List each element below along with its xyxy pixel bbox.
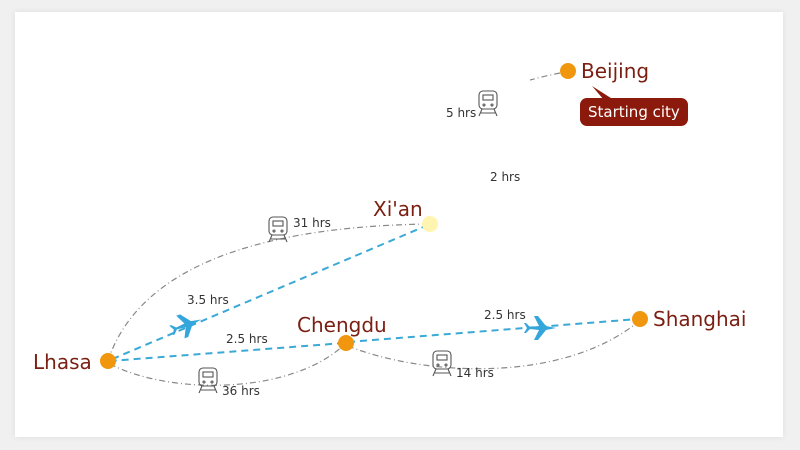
- rail-line-chengdu-shanghai: [347, 321, 639, 370]
- train-icon: [268, 216, 288, 243]
- duration-label: 31 hrs: [293, 216, 331, 230]
- train-icon: [432, 350, 452, 377]
- city-dot-xian: [422, 216, 438, 232]
- city-label-xian: Xi'an: [373, 197, 423, 221]
- city-label-lhasa: Lhasa: [33, 350, 92, 374]
- city-dot-shanghai: [632, 311, 648, 327]
- city-label-beijing: Beijing: [581, 59, 650, 83]
- city-label-chengdu: Chengdu: [297, 313, 387, 337]
- duration-label: 2.5 hrs: [226, 332, 268, 346]
- city-dot-chengdu: [338, 335, 354, 351]
- flight-line-xian-lhasa: [109, 224, 429, 361]
- duration-label: 36 hrs: [222, 384, 260, 398]
- train-icon: [198, 367, 218, 394]
- plane-icon: [169, 314, 202, 339]
- duration-label: 2.5 hrs: [484, 308, 526, 322]
- plane-icon: [524, 316, 556, 340]
- city-dot-lhasa: [100, 353, 116, 369]
- duration-label: 2 hrs: [490, 170, 521, 184]
- duration-label: 14 hrs: [456, 366, 494, 380]
- callout-pointer: [592, 86, 614, 100]
- flight-line-chengdu-lhasa: [109, 342, 345, 362]
- rail-line-xian-lhasa: [109, 223, 429, 356]
- train-icon: [478, 90, 498, 117]
- rail-line-lhasa-chengdu: [109, 344, 345, 386]
- city-dot-beijing: [560, 63, 576, 79]
- starting-city-callout: Starting city: [580, 98, 688, 126]
- rail-line-beijing-xian: [529, 72, 561, 81]
- duration-label: 5 hrs: [446, 106, 477, 120]
- duration-label: 3.5 hrs: [187, 293, 229, 307]
- flight-line-chengdu-shanghai: [347, 318, 639, 343]
- city-label-shanghai: Shanghai: [653, 307, 747, 331]
